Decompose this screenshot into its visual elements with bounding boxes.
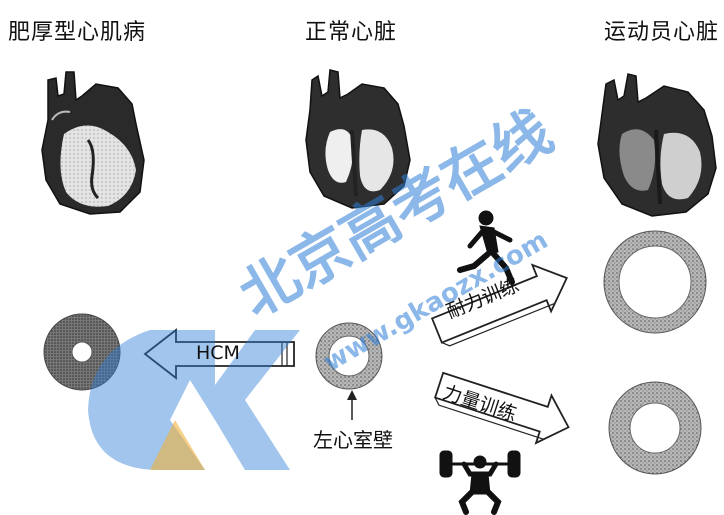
title-normal-heart: 正常心脏	[305, 20, 398, 45]
hcm-heart-illustration	[41, 71, 145, 215]
runner-icon	[457, 210, 515, 285]
normal-ring	[315, 322, 383, 390]
lv-wall-pointer	[347, 390, 357, 420]
weightlifter-icon	[439, 450, 521, 515]
title-hcm: 肥厚型心肌病	[8, 20, 147, 45]
hcm-arrow-label: HCM	[196, 342, 240, 364]
title-athlete-heart: 运动员心脏	[604, 20, 720, 45]
endurance-arrow	[430, 263, 568, 347]
hcm-arrow	[143, 328, 295, 380]
normal-heart-illustration	[305, 69, 411, 209]
strength-ring	[608, 381, 702, 475]
hcm-ring	[43, 313, 121, 391]
lv-wall-label: 左心室壁	[313, 428, 393, 452]
athlete-heart-illustration	[597, 73, 717, 217]
strength-arrow	[433, 371, 570, 445]
endurance-ring	[603, 230, 707, 334]
